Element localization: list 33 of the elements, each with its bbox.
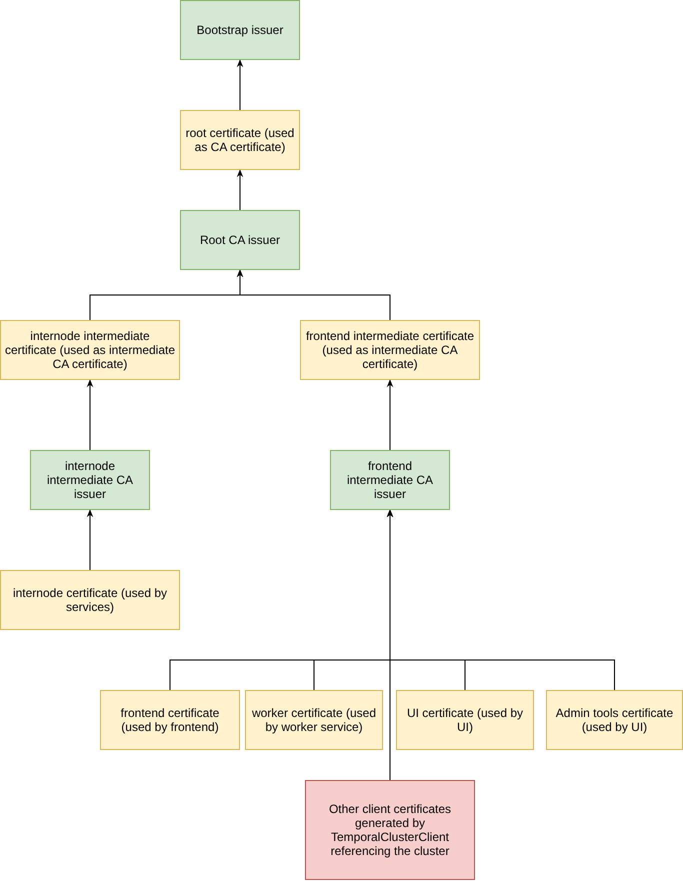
node-label: Other client certificates generated by TemporalClusterClient referencing the cluster — [328, 802, 452, 858]
arrow — [86, 379, 94, 450]
node-label: internode certificate (used by services) — [12, 586, 168, 614]
certificate-box — [100, 690, 240, 750]
client-certificates-box — [305, 780, 475, 880]
node-label: root certificate (used as CA certificate) — [184, 126, 296, 154]
node-label: worker certificate (used by worker service) — [250, 706, 378, 734]
arrow — [386, 379, 394, 450]
certificate-box — [180, 110, 300, 170]
node-label: frontend certificate (used by frontend) — [120, 706, 220, 734]
node-label: Bootstrap issuer — [196, 23, 284, 37]
node-label: Admin tools certificate (used by UI) — [554, 706, 674, 734]
certificate-box — [396, 690, 534, 750]
certificate-box — [300, 320, 480, 380]
arrow — [86, 509, 94, 570]
arrow — [236, 269, 390, 320]
node-label: frontend intermediate certificate (used as intermediate CA certificate) — [304, 329, 476, 371]
issuer-box — [180, 0, 300, 60]
issuer-box — [30, 450, 150, 510]
node-label: internode intermediate certificate (used as intermediate CA certificate) — [4, 329, 176, 371]
certificate-box — [546, 690, 683, 750]
issuer-box — [180, 210, 300, 270]
arrow — [386, 509, 394, 780]
certificate-box — [245, 690, 383, 750]
node-label: Root CA issuer — [200, 233, 280, 247]
node-label: internode intermediate CA issuer — [46, 459, 134, 501]
issuer-box — [330, 450, 450, 510]
arrow — [236, 169, 244, 210]
arrow — [236, 59, 244, 110]
certificate-box — [0, 320, 180, 380]
node-label: UI certificate (used by UI) — [406, 706, 524, 734]
node-label: frontend intermediate CA issuer — [346, 459, 434, 501]
certificate-box — [0, 570, 180, 630]
